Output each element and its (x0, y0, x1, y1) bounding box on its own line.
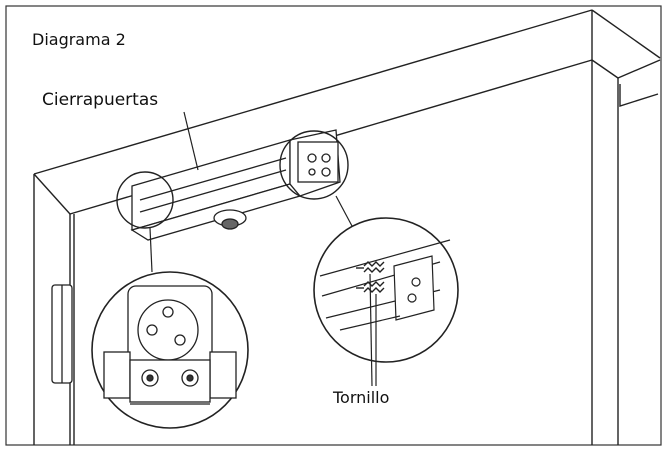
connector-right (335, 195, 353, 227)
door-closer-label: Cierrapuertas (40, 90, 161, 110)
magnified-end-view (91, 271, 249, 429)
screw-threads (356, 261, 385, 293)
detail-circle-right-small (279, 130, 349, 200)
connector-left (149, 227, 153, 273)
screw-label: Tornillo (333, 388, 390, 407)
detail-circle-left-small (116, 171, 174, 229)
figure-border (5, 5, 662, 446)
door-closer-body (130, 129, 341, 241)
magnified-plate-view (313, 217, 459, 363)
diagram-title: Diagrama 2 (30, 30, 128, 49)
closer-leader-line (183, 111, 199, 171)
hinge (51, 284, 73, 384)
screw-leader-lines (369, 273, 377, 387)
